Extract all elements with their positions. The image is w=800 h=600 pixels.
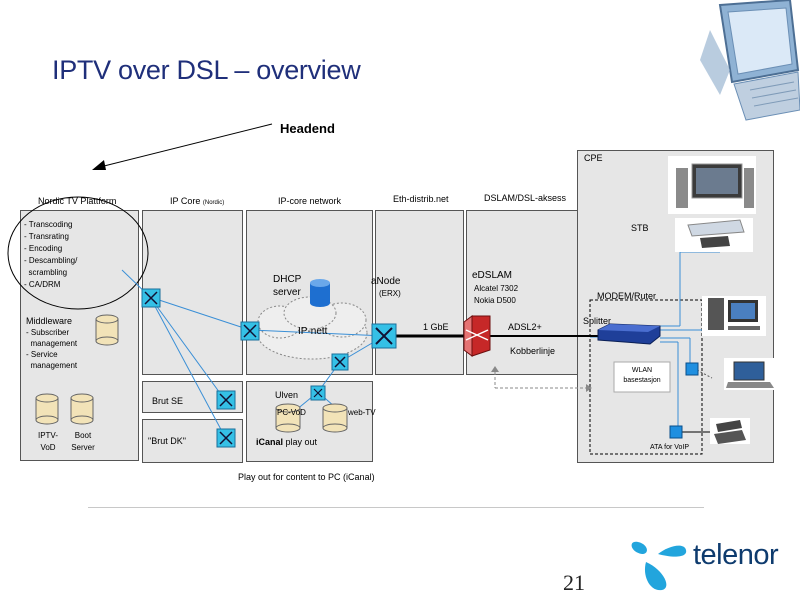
middleware-item: - Service [26, 350, 58, 359]
icanal-bold: iCanal [256, 437, 284, 447]
monitor-illustration-icon [700, 0, 800, 121]
function-item: - Encoding [24, 244, 63, 253]
slide-title: IPTV over DSL – overview [52, 55, 361, 85]
middleware-item: management [26, 339, 78, 348]
kobberlinje-label: Kobberlinje [510, 346, 556, 356]
dhcp-line: DHCP [273, 274, 302, 285]
dhcp-server-icon [310, 279, 330, 307]
boot-server-line: Boot [74, 431, 92, 440]
nordic-functions-list: - Transcoding - Transrating - Encoding -… [24, 219, 77, 291]
laptop-icon [724, 358, 774, 390]
modem-router-icon [597, 323, 661, 345]
wlan-label: WLAN basestasjon [616, 366, 668, 386]
nokia-label: Nokia D500 [474, 296, 516, 305]
stb-label: STB [631, 223, 649, 233]
footer-divider [88, 507, 704, 508]
cpe-header: CPE [584, 153, 603, 163]
ulven-label: Ulven [275, 390, 299, 400]
brut-se-label: Brut SE [152, 396, 184, 406]
adsl-label: ADSL2+ [508, 322, 542, 332]
brut-dk-label: "Brut DK" [148, 436, 186, 446]
ip-core-header-main: IP Core [170, 196, 201, 206]
ulven-panel [246, 381, 373, 462]
switch-icons [141, 288, 397, 448]
middleware-item: - Subscriber [26, 328, 70, 337]
middleware-label: Middleware [26, 316, 73, 326]
wlan-line: basestasjon [623, 377, 661, 384]
brut-dk-box [142, 419, 243, 463]
cpe-dashed-region [589, 299, 703, 455]
edslam-label: eDSLAM [472, 270, 513, 281]
page-number: 21 [563, 570, 585, 595]
boot-server-line: Server [71, 443, 95, 452]
dhcp-line: server [273, 287, 301, 298]
pc-vod-label: PC-VoD [277, 408, 306, 417]
highlight-circle [7, 196, 149, 310]
icanal-rest: play out [283, 437, 318, 447]
function-item: - CA/DRM [24, 280, 61, 289]
icanal-label: iCanal play out [256, 437, 317, 447]
telenor-logo-icon [631, 541, 687, 591]
ip-core-header-sub: (Nordic) [202, 200, 225, 206]
gbe-label: 1 GbE [423, 322, 449, 332]
dhcp-server-label: DHCP server [273, 273, 301, 299]
ata-port-icon [669, 425, 683, 439]
ata-label: ATA for VoIP [650, 444, 690, 451]
playout-footnote: Play out for content to PC (iCanal) [238, 472, 375, 482]
brand-wordmark: telenor [693, 539, 779, 571]
function-item: - Transcoding [24, 220, 73, 229]
headend-label: Headend [280, 121, 335, 136]
web-tv-label: web-TV [348, 408, 376, 417]
middleware-item: management [26, 361, 78, 370]
iptv-vod-line: IPTV- [37, 431, 58, 440]
erx-label: (ERX) [379, 289, 401, 298]
ip-core-header: IP Core (Nordic) [170, 196, 224, 206]
tv-set-icon [668, 156, 756, 214]
headend-arrow [95, 123, 273, 169]
function-item: - Transrating [24, 232, 69, 241]
dslam-header: DSLAM/DSL-aksess [484, 193, 567, 203]
nordic-tv-header: Nordic TV Plattform [38, 196, 117, 206]
alcatel-label: Alcatel 7302 [474, 284, 519, 293]
wlan-port-icon [685, 362, 699, 376]
ip-network-header: IP-core network [278, 196, 342, 206]
modem-label: MODEM/Ruter [597, 291, 657, 301]
function-item: - Descambling/ [24, 256, 78, 265]
splitter-label: Splitter [583, 316, 612, 326]
wlan-box [613, 361, 671, 393]
stb-icon [675, 218, 753, 252]
anode-label: aNode [371, 276, 401, 287]
ip-nett-label: IP-nett [298, 326, 328, 337]
database-icons [35, 314, 348, 433]
eth-distrib-header: Eth-distrib.net [393, 194, 449, 204]
blue-links [121, 251, 720, 438]
middleware-list: - Subscriber management - Service manage… [26, 327, 77, 371]
edslam-device-icon [463, 315, 491, 357]
function-item: scrambling [24, 268, 68, 277]
iptv-vod-label: IPTV- VoD [36, 430, 60, 454]
wlan-line: WLAN [631, 367, 653, 374]
boot-server-label: Boot Server [68, 430, 98, 454]
phone-icon [710, 418, 750, 444]
iptv-vod-line: VoD [40, 443, 56, 452]
pc-icon [702, 296, 766, 336]
